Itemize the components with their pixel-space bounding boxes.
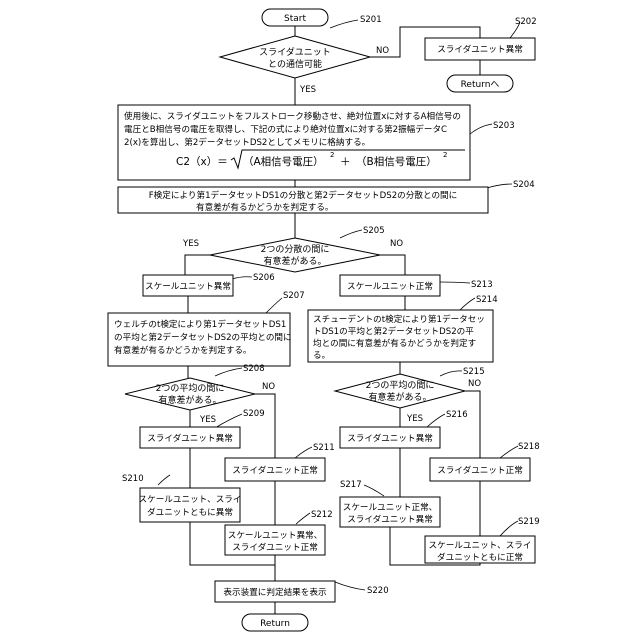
step-s219: S219: [518, 517, 540, 527]
process-s212: スケールユニット異常、 スライダユニット正常: [225, 525, 325, 555]
process-s206: スケールユニット異常: [143, 275, 233, 296]
process-s202: スライダユニット異常: [425, 38, 535, 60]
process-s220-text: 表示装置に判定結果を表示: [223, 586, 327, 598]
s215-no-label: NO: [468, 379, 481, 389]
equation-exp-b: 2: [443, 151, 447, 159]
decision-s215-line-1: 2つの平均の間に: [366, 379, 435, 391]
decision-s201: スライダユニット との通信可能: [220, 36, 370, 78]
process-s204-line-1: F検定により第1データセットDS1の分散と第2データセットDS2の分散との間に: [149, 189, 458, 201]
step-s202: S202: [515, 17, 537, 27]
process-s216: スライダユニット異常: [340, 427, 440, 448]
process-s214-line-1: スチューデントのt検定により第1データセッ: [313, 313, 485, 325]
process-s213-text: スケールユニット正常: [347, 280, 433, 292]
step-s212: S212: [311, 510, 333, 520]
process-s219: スケールユニット、スライ ダユニットともに正常: [425, 536, 535, 563]
step-s204: S204: [513, 180, 535, 190]
step-s206: S206: [253, 273, 275, 283]
process-s210: スケールユニット、スライ ダユニットともに異常: [139, 488, 242, 522]
s215-yes-label: YES: [406, 414, 423, 424]
decision-s208-line-2: 有意差がある。: [158, 394, 221, 406]
step-s220: S220: [367, 586, 389, 596]
process-s206-text: スケールユニット異常: [145, 280, 231, 292]
process-s204-line-2: 有意差が有るかどうかを判定する。: [196, 201, 334, 213]
process-s216-text: スライダユニット異常: [347, 432, 433, 444]
process-s219-line-1: スケールユニット、スライ: [429, 540, 532, 551]
equation-term-b: （B相信号電圧）: [356, 155, 437, 168]
step-s210: S210: [122, 474, 144, 484]
s205-no-label: NO: [390, 239, 403, 249]
decision-s205-line-2: 有意差がある。: [263, 255, 326, 267]
process-s220: 表示装置に判定結果を表示: [215, 581, 335, 602]
process-s207-line-2: の平均と第2データセットDS2の平均との間に: [114, 331, 292, 343]
process-s213: スケールユニット正常: [340, 275, 440, 296]
step-s215: S215: [463, 367, 485, 377]
decision-s215: 2つの平均の間に 有意差がある。: [335, 374, 465, 408]
equation-plus: ＋: [340, 156, 351, 168]
process-s210-line-2: ダユニットともに異常: [147, 506, 233, 518]
decision-s205: 2つの分散の間に 有意差がある。: [210, 238, 380, 272]
start-terminal: Start: [262, 9, 328, 26]
process-s218-text: スライダユニット正常: [437, 464, 523, 476]
process-s203: 使用後に、スライダユニットをフルストローク移動させ、絶対位置xに対するA相信号の…: [118, 105, 470, 180]
s201-no-label: NO: [376, 46, 389, 56]
process-s209: スライダユニット異常: [140, 427, 240, 448]
decision-s201-line-2: との通信可能: [268, 58, 322, 70]
decision-s215-line-2: 有意差がある。: [368, 391, 431, 403]
process-s212-line-1: スケールユニット異常、: [228, 529, 323, 541]
s208-yes-label: YES: [199, 415, 216, 425]
decision-s208: 2つの平均の間に 有意差がある。: [125, 378, 255, 410]
step-s208: S208: [243, 364, 265, 374]
step-s205: S205: [363, 226, 385, 236]
process-s219-line-2: ダユニットともに正常: [437, 551, 523, 563]
decision-s208-line-1: 2つの平均の間に: [156, 382, 225, 394]
start-label: Start: [284, 14, 306, 24]
s208-no-label: NO: [262, 382, 275, 392]
return-terminal: Return: [242, 614, 308, 631]
step-s214: S214: [476, 295, 498, 305]
process-s217-line-2: スライダユニット異常: [347, 513, 433, 525]
equation-term-a: （A相信号電圧）: [243, 155, 324, 168]
process-s214-line-2: トDS1の平均と第2データセットDS2の平: [313, 325, 474, 337]
s201-yes-label: YES: [299, 85, 316, 95]
equation-lhs: C2（x）＝: [176, 156, 228, 168]
step-s213: S213: [471, 280, 493, 290]
process-s212-line-2: スライダユニット正常: [232, 541, 318, 553]
step-s217: S217: [340, 480, 362, 490]
process-s217-line-1: スケールユニット正常、: [343, 501, 438, 513]
decision-s201-line-1: スライダユニット: [259, 46, 331, 58]
step-s207: S207: [283, 291, 305, 301]
process-s218: スライダユニット正常: [430, 458, 530, 481]
process-s211: スライダユニット正常: [225, 458, 325, 481]
decision-s205-line-1: 2つの分散の間に: [261, 243, 330, 255]
step-s201: S201: [360, 15, 382, 25]
process-s207: ウェルチのt検定により第1データセットDS1 の平均と第2データセットDS2の平…: [108, 313, 292, 366]
process-s203-line-3: 2(x)を算出し、第2データセットDS2としてメモリに格納する。: [124, 136, 370, 148]
return-to-label: Returnへ: [461, 80, 500, 90]
return-to-terminal: Returnへ: [447, 75, 513, 92]
process-s207-line-3: 有意差が有るかどうかを判定する。: [114, 344, 252, 356]
process-s214-line-4: る。: [313, 350, 330, 361]
process-s210-line-1: スケールユニット、スライ: [139, 494, 242, 505]
step-s209: S209: [243, 409, 265, 419]
step-s218: S218: [518, 442, 540, 452]
process-s202-text: スライダユニット異常: [437, 43, 523, 55]
process-s207-line-1: ウェルチのt検定により第1データセットDS1: [114, 318, 286, 330]
process-s217: スケールユニット正常、 スライダユニット異常: [340, 497, 440, 527]
process-s203-line-1: 使用後に、スライダユニットをフルストローク移動させ、絶対位置xに対するA相信号の: [124, 110, 461, 122]
process-s204: F検定により第1データセットDS1の分散と第2データセットDS2の分散との間に …: [118, 187, 488, 213]
step-s211: S211: [313, 443, 335, 453]
s205-yes-label: YES: [182, 239, 199, 249]
step-s203: S203: [493, 121, 515, 131]
process-s211-text: スライダユニット正常: [232, 464, 318, 476]
equation-exp-a: 2: [330, 151, 334, 159]
process-s203-line-2: 電圧とB相信号の電圧を取得し、下記の式により絶対位置xに対する第2振幅データC: [124, 123, 447, 135]
return-label: Return: [260, 619, 290, 629]
process-s214: スチューデントのt検定により第1データセッ トDS1の平均と第2データセットDS…: [308, 310, 493, 362]
process-s214-line-3: 均との間に有意差が有るかどうかを判定す: [313, 337, 476, 349]
process-s209-text: スライダユニット異常: [147, 432, 233, 444]
step-s216: S216: [446, 410, 468, 420]
